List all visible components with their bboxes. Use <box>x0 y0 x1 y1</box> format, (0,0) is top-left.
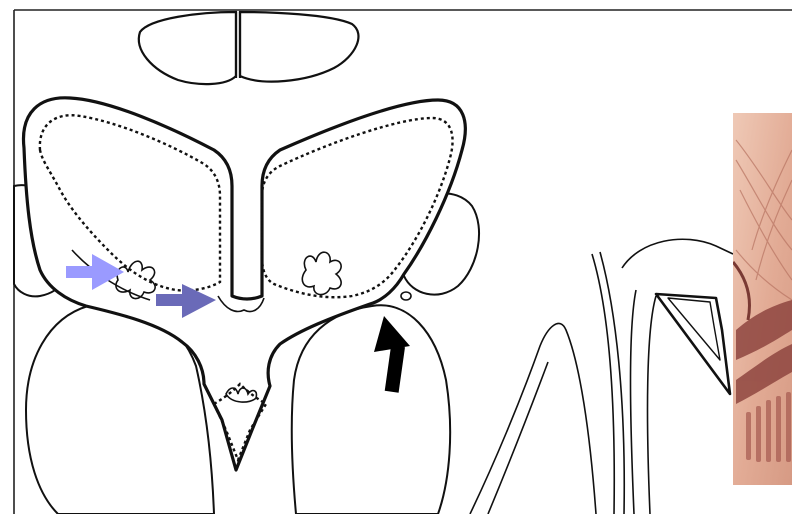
upper-lobes <box>139 12 359 84</box>
triangular-ventricle <box>656 294 730 394</box>
histology-photo <box>733 113 792 485</box>
cortex-lines <box>470 239 733 514</box>
